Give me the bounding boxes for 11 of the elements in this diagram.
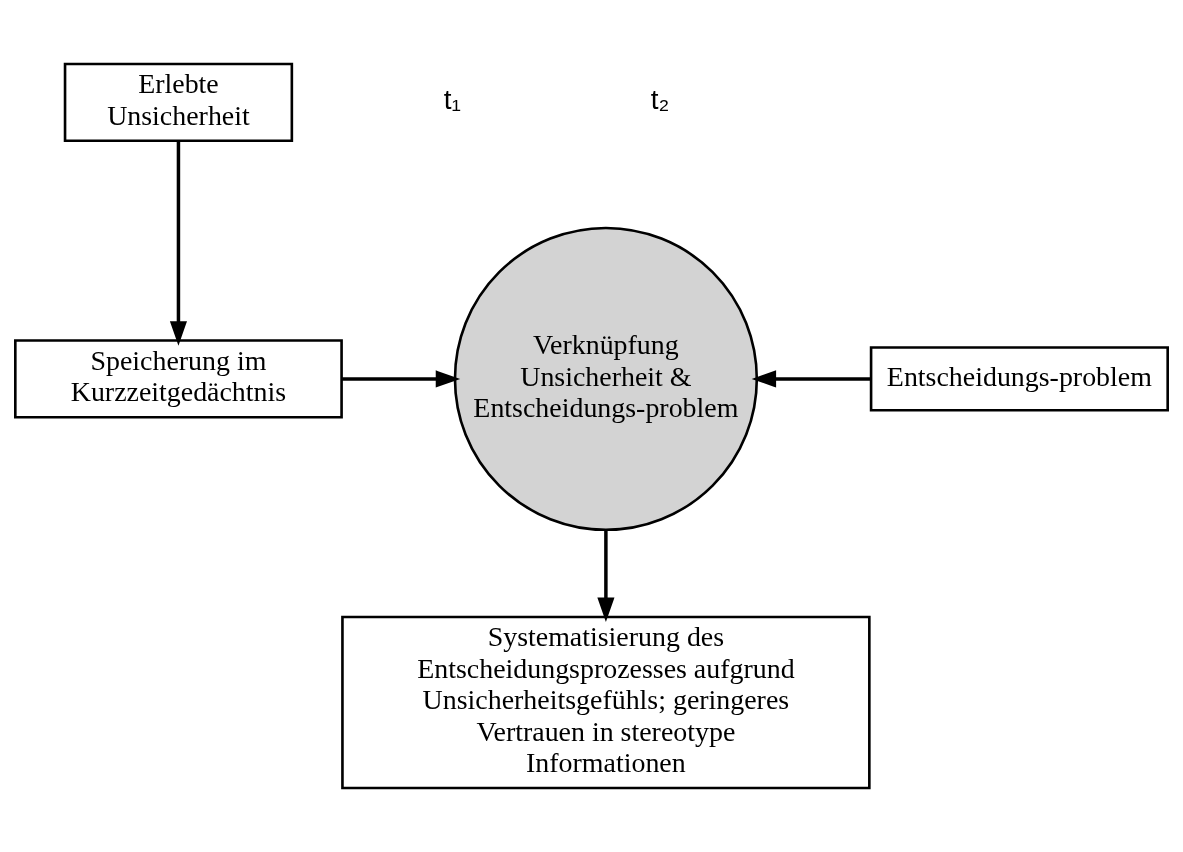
label: t₁ <box>443 83 461 115</box>
arrow <box>597 529 615 623</box>
arrow <box>342 370 461 388</box>
node-box: Erlebte Unsicherheit <box>63 62 294 143</box>
node-box: Speicherung im Kurzzeitgedächtnis <box>14 339 343 419</box>
arrow <box>169 140 187 346</box>
arrow <box>751 370 871 388</box>
node-box: Systematisierung des Entscheidungsprozesses aufgrund Unsicherheitsgefühls; geringeres Vertrauen in stereotype Informationen <box>341 615 871 790</box>
node-box: Entscheidungs-problem <box>869 346 1169 412</box>
label: t₂ <box>650 83 670 115</box>
node-circle: Verknüpfung Unsicherheit & Entscheidungs-problem <box>453 226 759 532</box>
